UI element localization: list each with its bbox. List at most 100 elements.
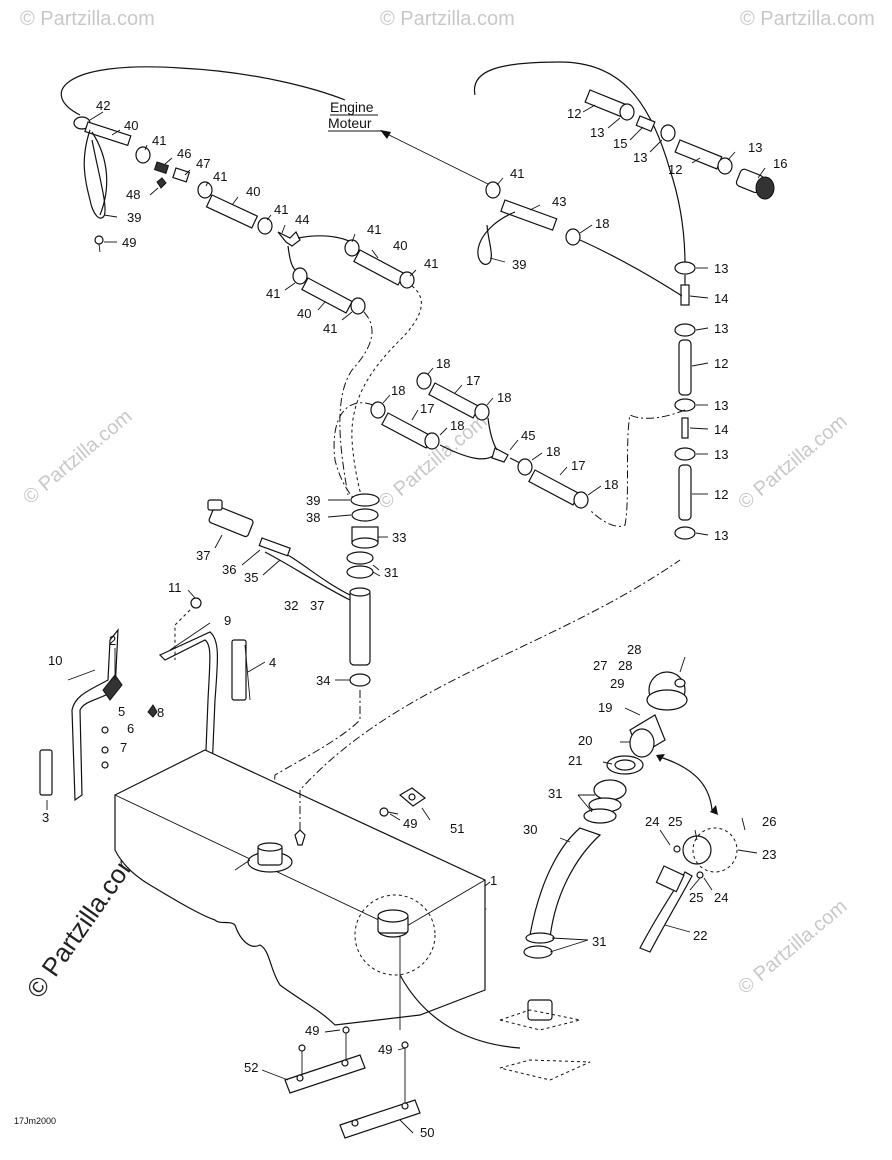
- watermark: © Partzilla.com: [740, 8, 875, 30]
- vent-hose-left: [73, 116, 422, 501]
- fuel-pump-assembly: [207, 493, 380, 841]
- callout-22: 22: [693, 928, 707, 943]
- callout-7: 7: [120, 740, 127, 755]
- callout-16: 16: [773, 156, 787, 171]
- callout-23: 23: [762, 847, 776, 862]
- callout-44: 44: [295, 212, 309, 227]
- callout-45: 45: [521, 428, 535, 443]
- callout-42: 42: [96, 98, 110, 113]
- callout-18: 18: [595, 216, 609, 231]
- watermark: © Partzilla.com: [734, 410, 851, 513]
- watermark: © Partzilla.com: [19, 405, 136, 508]
- vent-hose-right: [477, 89, 775, 540]
- callout-18: 18: [497, 390, 511, 405]
- diagram-code: 17Jm2000: [14, 1116, 56, 1126]
- callout-40: 40: [246, 184, 260, 199]
- callout-17: 17: [571, 458, 585, 473]
- vent-loop-right: [473, 61, 686, 266]
- callout-21: 21: [568, 753, 582, 768]
- callout-38: 38: [306, 510, 320, 525]
- callout-18: 18: [604, 477, 618, 492]
- callout-18: 18: [436, 356, 450, 371]
- callout-13: 13: [714, 398, 728, 413]
- callout-3: 3: [42, 810, 49, 825]
- callout-13: 13: [590, 125, 604, 140]
- callout-41: 41: [510, 166, 524, 181]
- callout-14: 14: [714, 422, 728, 437]
- callout-51: 51: [450, 821, 464, 836]
- callout-36: 36: [222, 562, 236, 577]
- callout-41: 41: [213, 169, 227, 184]
- watermark: © Partzilla.com: [20, 8, 155, 30]
- callout-12: 12: [714, 356, 728, 371]
- callout-8: 8: [157, 705, 164, 720]
- callout-2: 2: [109, 633, 116, 648]
- callout-41: 41: [424, 256, 438, 271]
- callout-6: 6: [127, 721, 134, 736]
- engine-label-en: Engine: [330, 99, 374, 115]
- callout-18: 18: [450, 418, 464, 433]
- callout-34: 34: [316, 673, 330, 688]
- callout-50: 50: [420, 1125, 434, 1140]
- callout-41: 41: [323, 321, 337, 336]
- callout-4: 4: [269, 655, 276, 670]
- callout-31: 31: [548, 786, 562, 801]
- callout-13: 13: [714, 528, 728, 543]
- engine-arrow-line: [382, 131, 493, 187]
- callout-25: 25: [689, 890, 703, 905]
- callout-18: 18: [546, 444, 560, 459]
- callout-37: 37: [310, 598, 324, 613]
- callout-37: 37: [196, 548, 210, 563]
- callout-49: 49: [305, 1023, 319, 1038]
- callout-49: 49: [122, 235, 136, 250]
- callout-46: 46: [177, 146, 191, 161]
- callout-13: 13: [714, 321, 728, 336]
- callout-41: 41: [266, 286, 280, 301]
- callout-31: 31: [384, 565, 398, 580]
- callout-40: 40: [393, 238, 407, 253]
- callout-9: 9: [224, 613, 231, 628]
- callout-28: 28: [618, 658, 632, 673]
- callout-49: 49: [403, 816, 417, 831]
- callout-35: 35: [244, 570, 258, 585]
- callout-12: 12: [668, 162, 682, 177]
- callout-24: 24: [645, 814, 659, 829]
- bracket-51: [379, 787, 427, 817]
- callout-1: 1: [490, 873, 497, 888]
- callout-13: 13: [714, 447, 728, 462]
- callout-29: 29: [610, 676, 624, 691]
- middle-hoses: [333, 372, 589, 509]
- watermark: © Partzilla.com: [734, 895, 851, 998]
- callout-27: 27: [593, 658, 607, 673]
- callout-13: 13: [633, 150, 647, 165]
- callout-32: 32: [284, 598, 298, 613]
- callout-39: 39: [306, 493, 320, 508]
- callout-12: 12: [714, 487, 728, 502]
- filler-neck-assembly: [498, 671, 746, 1081]
- callout-labels: 42 40 41 46 47 41 48 39 49 40 41 44 41 4…: [42, 98, 787, 1140]
- callout-25: 25: [668, 814, 682, 829]
- callout-17: 17: [466, 373, 480, 388]
- callout-28: 28: [627, 642, 641, 657]
- callout-12: 12: [567, 106, 581, 121]
- callout-41: 41: [274, 202, 288, 217]
- callout-40: 40: [124, 118, 138, 133]
- callout-14: 14: [714, 291, 728, 306]
- callout-49: 49: [378, 1042, 392, 1057]
- callout-30: 30: [523, 822, 537, 837]
- callout-26: 26: [762, 814, 776, 829]
- callout-19: 19: [598, 700, 612, 715]
- callout-13: 13: [714, 261, 728, 276]
- small-hardware: [94, 177, 167, 253]
- callout-17: 17: [420, 401, 434, 416]
- engine-label: Engine Moteur: [328, 99, 382, 132]
- callout-52: 52: [244, 1060, 258, 1075]
- callout-15: 15: [613, 136, 627, 151]
- vent-loop-left: [60, 66, 346, 116]
- callout-39: 39: [512, 257, 526, 272]
- callout-48: 48: [126, 187, 140, 202]
- engine-arrow-head: [380, 130, 391, 139]
- callout-leaders: [46, 104, 766, 1134]
- watermark: © Partzilla.com: [380, 8, 515, 30]
